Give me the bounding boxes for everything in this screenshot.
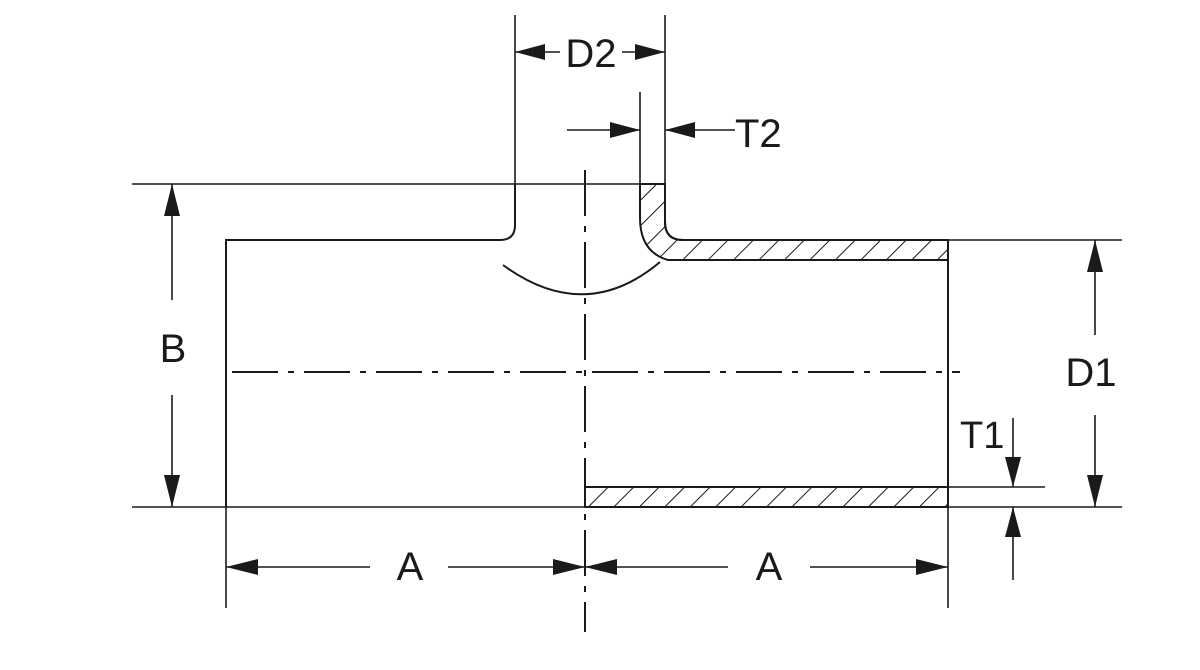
label-t2: T2 <box>735 112 782 156</box>
wall-sections <box>584 183 949 508</box>
branch-wall-section <box>639 183 949 261</box>
centerlines <box>232 170 960 632</box>
label-a-right: A <box>756 545 783 589</box>
extension-lines <box>132 15 1122 608</box>
label-b: B <box>160 327 187 371</box>
dimension-a-right: A <box>585 545 948 589</box>
label-d2: D2 <box>565 32 616 76</box>
label-a-left: A <box>397 545 424 589</box>
label-d1: D1 <box>1065 351 1116 395</box>
dimension-t1: T1 <box>960 415 1021 580</box>
run-wall-section <box>584 486 949 508</box>
dimension-a-left: A <box>226 545 585 589</box>
dimension-d2: D2 <box>515 32 665 76</box>
label-t1: T1 <box>960 415 1004 457</box>
dimension-d1: D1 <box>1065 240 1117 507</box>
tee-body-outline <box>225 183 949 508</box>
dimension-t2: T2 <box>567 112 782 156</box>
dimension-b: B <box>160 184 187 507</box>
